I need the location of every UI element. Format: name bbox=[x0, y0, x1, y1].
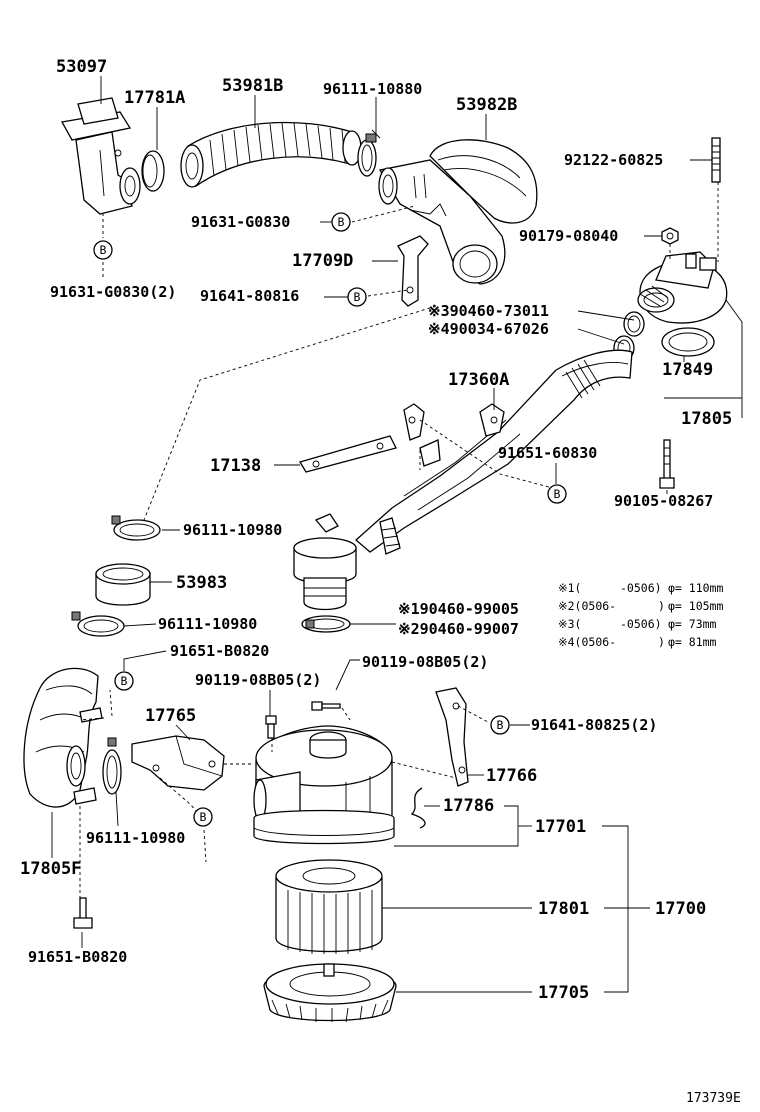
label-17765: 17765 bbox=[145, 706, 196, 726]
label-53982B: 53982B bbox=[456, 95, 517, 115]
b-marker-5: B bbox=[114, 671, 134, 691]
b-marker-3: B bbox=[347, 287, 367, 307]
svg-text:※3(: ※3( bbox=[558, 617, 581, 631]
label-90034-67026: ※490034-67026 bbox=[428, 320, 549, 338]
reference-b-markers: B B B B B B B bbox=[93, 212, 567, 827]
b-marker-6: B bbox=[490, 715, 510, 735]
label-17705: 17705 bbox=[538, 983, 589, 1003]
label-90460-99007: ※290460-99007 bbox=[398, 620, 519, 638]
part-17786-clip-drawing bbox=[410, 787, 426, 829]
label-96111-10980-b: 96111-10980 bbox=[158, 615, 257, 633]
b-marker-4: B bbox=[547, 484, 567, 504]
label-17700: 17700 bbox=[655, 899, 706, 919]
svg-text:B: B bbox=[554, 487, 561, 501]
svg-text:※4(0506-: ※4(0506- bbox=[558, 635, 616, 649]
leader-lines bbox=[51, 76, 743, 993]
label-91651-B0820-b: 91651-B0820 bbox=[28, 948, 127, 966]
label-53097: 53097 bbox=[56, 57, 107, 77]
part-91651-B0820-bolt-drawing bbox=[73, 897, 93, 929]
part-90119-08B05-bolts-drawing bbox=[265, 701, 341, 739]
part-96111-10880-clamp-drawing bbox=[357, 129, 381, 177]
part-53982B-resonator-drawing bbox=[378, 139, 538, 285]
label-90119-08B05-a: 90119-08B05(2) bbox=[362, 653, 488, 671]
part-17766-bracket-drawing bbox=[435, 687, 469, 787]
label-17801: 17801 bbox=[538, 899, 589, 919]
svg-text:-0506): -0506) bbox=[620, 581, 662, 595]
label-17709D: 17709D bbox=[292, 251, 353, 271]
label-17849: 17849 bbox=[662, 360, 713, 380]
part-96111-10980-clamp-b-drawing bbox=[71, 611, 125, 637]
part-17701-case-drawing bbox=[253, 725, 395, 845]
label-90460-99005: ※190460-99005 bbox=[398, 600, 519, 618]
b-marker-7: B bbox=[193, 807, 213, 827]
part-17805F-elbow-drawing bbox=[23, 667, 103, 808]
label-17781A: 17781A bbox=[124, 88, 185, 108]
label-53981B: 53981B bbox=[222, 76, 283, 96]
part-17781A-ring-drawing bbox=[141, 150, 165, 192]
part-90460-99005-clamp-drawing bbox=[301, 615, 351, 633]
part-17705-cap-drawing bbox=[263, 963, 397, 1023]
svg-text:φ= 73mm: φ= 73mm bbox=[668, 617, 717, 631]
label-17786: 17786 bbox=[443, 796, 494, 816]
label-53983: 53983 bbox=[176, 573, 227, 593]
svg-text:B: B bbox=[100, 243, 107, 257]
label-96111-10980-c: 96111-10980 bbox=[86, 829, 185, 847]
part-90105-08267-bolt-drawing bbox=[659, 439, 675, 489]
svg-text:φ= 110mm: φ= 110mm bbox=[668, 581, 723, 595]
part-17805-flange-drawing bbox=[637, 251, 728, 324]
label-91641-80816: 91641-80816 bbox=[200, 287, 299, 305]
part-53097-inlet-duct-drawing bbox=[60, 97, 141, 215]
part-pipe-outlet-drawing bbox=[293, 537, 357, 611]
part-17849-gasket-drawing bbox=[661, 327, 715, 357]
svg-text:※1(: ※1( bbox=[558, 581, 581, 595]
dashed-connection-lines bbox=[79, 182, 719, 898]
b-marker-1: B bbox=[93, 240, 113, 260]
svg-text:φ= 81mm: φ= 81mm bbox=[668, 635, 717, 649]
part-17138-stay-drawing bbox=[299, 435, 397, 473]
label-90105-08267: 90105-08267 bbox=[614, 492, 713, 510]
label-17360A: 17360A bbox=[448, 370, 509, 390]
label-96111-10980-a: 96111-10980 bbox=[183, 521, 282, 539]
svg-text:): ) bbox=[658, 635, 665, 649]
svg-text:φ= 105mm: φ= 105mm bbox=[668, 599, 723, 613]
label-17766: 17766 bbox=[486, 766, 537, 786]
label-17138: 17138 bbox=[210, 456, 261, 476]
svg-text:B: B bbox=[200, 810, 207, 824]
part-96111-10980-clamp-c-drawing bbox=[102, 737, 122, 795]
part-17765-bracket-drawing bbox=[131, 735, 225, 791]
part-17360A-intake-pipe-drawing bbox=[314, 349, 633, 555]
svg-text:B: B bbox=[338, 215, 345, 229]
svg-text:-0506): -0506) bbox=[620, 617, 662, 631]
svg-text:※2(0506-: ※2(0506- bbox=[558, 599, 616, 613]
svg-text:B: B bbox=[121, 674, 128, 688]
diagram-id: 173739E bbox=[686, 1091, 741, 1106]
label-91641-80825: 91641-80825(2) bbox=[531, 716, 657, 734]
label-17805: 17805 bbox=[681, 409, 732, 429]
label-90119-08B05-b: 90119-08B05(2) bbox=[195, 671, 321, 689]
label-96111-10880: 96111-10880 bbox=[323, 80, 422, 98]
label-91651-60830: 91651-60830 bbox=[498, 444, 597, 462]
svg-text:): ) bbox=[658, 599, 665, 613]
label-92122-60825: 92122-60825 bbox=[564, 151, 663, 169]
notes-table: ※1( -0506) φ= 110mm ※2(0506- ) φ= 105mm … bbox=[558, 581, 723, 649]
label-91631-G0830: 91631-G0830 bbox=[191, 213, 290, 231]
part-number-labels: 53097 17781A 53981B 96111-10880 53982B 9… bbox=[20, 57, 732, 1003]
svg-text:B: B bbox=[497, 718, 504, 732]
part-90179-08040-nut-drawing bbox=[661, 227, 679, 245]
part-17709D-bracket-drawing bbox=[397, 235, 429, 307]
svg-text:B: B bbox=[354, 290, 361, 304]
part-53983-hose-drawing bbox=[95, 563, 151, 606]
part-92122-60825-stud-drawing bbox=[711, 137, 721, 183]
part-96111-10980-clamp-a-drawing bbox=[111, 515, 161, 541]
part-53981B-hose-drawing bbox=[180, 121, 362, 188]
part-17801-filter-drawing bbox=[275, 859, 383, 954]
label-91631-G0830-2: 91631-G0830(2) bbox=[50, 283, 176, 301]
b-marker-2: B bbox=[331, 212, 351, 232]
label-90460-73011: ※390460-73011 bbox=[428, 302, 549, 320]
label-90179-08040: 90179-08040 bbox=[519, 227, 618, 245]
label-17805F: 17805F bbox=[20, 859, 81, 879]
label-17701: 17701 bbox=[535, 817, 586, 837]
label-91651-B0820-a: 91651-B0820 bbox=[170, 642, 269, 660]
